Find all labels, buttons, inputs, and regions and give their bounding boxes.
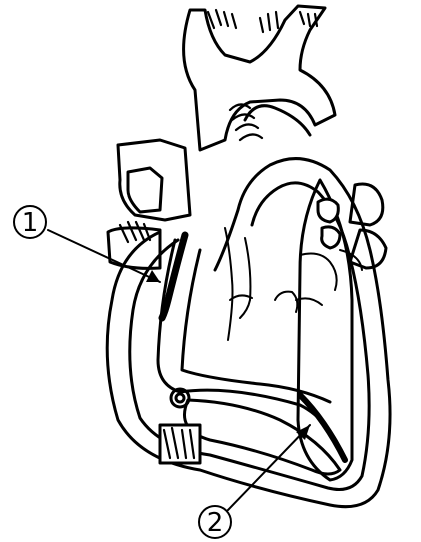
vena-cava-inferior (160, 425, 200, 463)
label-1-text: 1 (22, 208, 39, 238)
conduction-pathways (225, 228, 337, 340)
label-2-text: 2 (207, 508, 224, 538)
pointer-arrows (48, 230, 310, 510)
great-vessels (184, 6, 335, 150)
label-1: 1 (14, 206, 46, 238)
label-2: 2 (199, 506, 231, 538)
